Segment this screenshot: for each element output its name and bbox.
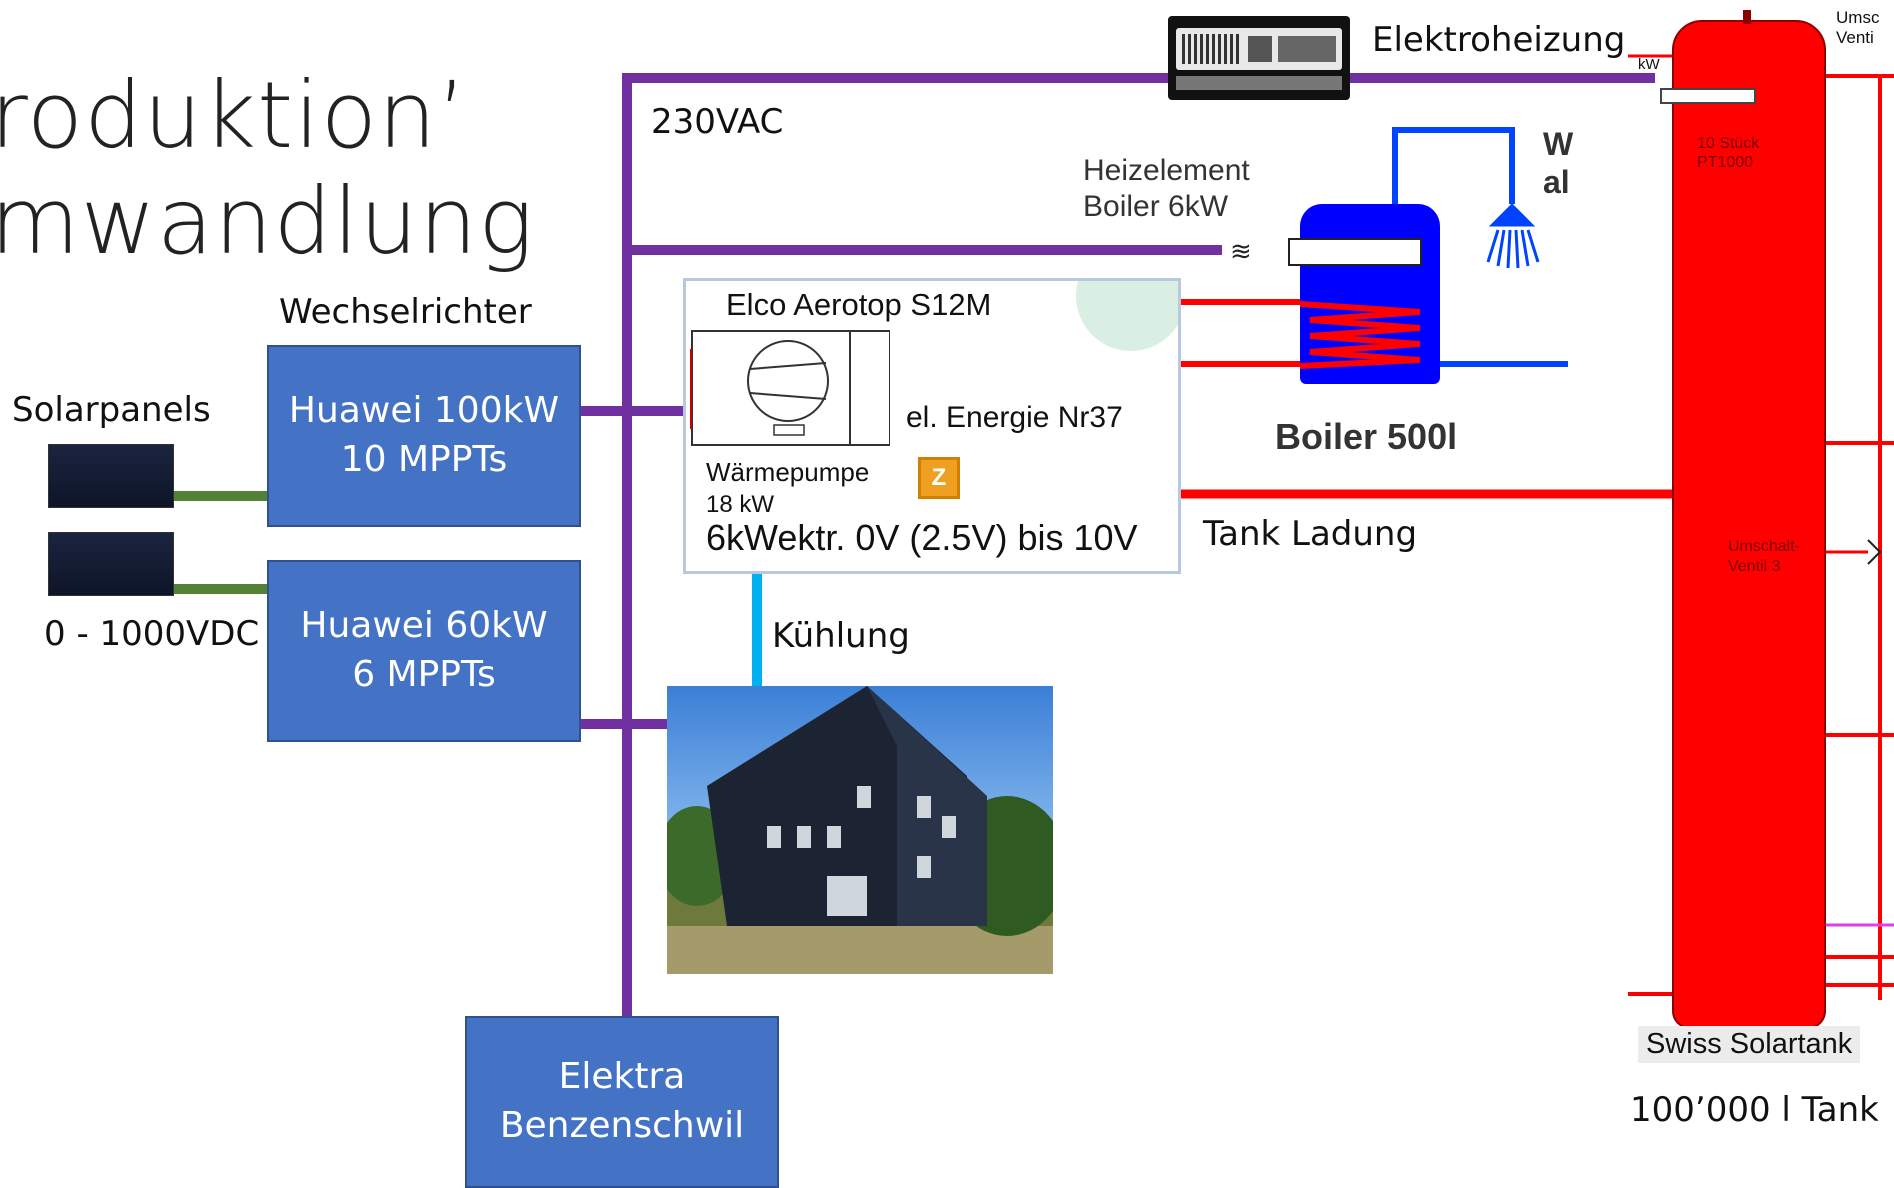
solarpanels-label: Solarpanels bbox=[12, 390, 211, 430]
valve-arrow-icon bbox=[1867, 539, 1882, 565]
tank-top-valve bbox=[1743, 10, 1751, 24]
umschalt-label-2: Ventil 3 bbox=[1728, 558, 1781, 575]
tank-caption: 100’000 l Tank bbox=[1630, 1090, 1879, 1130]
heizelement-label-2: Boiler 6kW bbox=[1083, 190, 1229, 223]
decor-circle bbox=[1076, 281, 1178, 351]
house-photo bbox=[667, 686, 1053, 974]
kw-small-label: kW bbox=[1638, 56, 1660, 73]
solar-panel-2 bbox=[48, 532, 174, 596]
vdc-label: 0 - 1000VDC bbox=[44, 614, 260, 654]
umsc-top-label-2: Venti bbox=[1836, 28, 1874, 47]
elektra-box: Elektra Benzenschwil bbox=[465, 1016, 779, 1188]
elektroheizung-label: Elektroheizung bbox=[1372, 20, 1626, 60]
heat-waves-icon: ≋ bbox=[1230, 236, 1252, 266]
heatpump-title: Elco Aerotop S12M bbox=[726, 287, 992, 322]
compressor-symbol-icon bbox=[690, 330, 890, 446]
kuehlung-label: Kühlung bbox=[772, 616, 910, 656]
elektra-name: Elektra bbox=[558, 1056, 686, 1098]
tank-ladung-label: Tank Ladung bbox=[1203, 514, 1418, 554]
power-label: 18 kW bbox=[706, 491, 775, 518]
inverter-60kw-name: Huawei 60kW bbox=[300, 605, 548, 647]
inverter-100kw-mppt: 10 MPPTs bbox=[340, 439, 508, 480]
elektra-location: Benzenschwil bbox=[499, 1105, 745, 1146]
waermepumpe-label: Wärmepumpe bbox=[706, 457, 870, 487]
w-label-2: al bbox=[1543, 164, 1570, 200]
umschalt-label-1: Umschalt- bbox=[1728, 538, 1801, 555]
z-icon: Z bbox=[918, 457, 960, 499]
signal-label: 6kWektr. 0V (2.5V) bis 10V bbox=[706, 517, 1138, 558]
inverter-60kw-mppt: 6 MPPTs bbox=[352, 654, 496, 695]
water-pipe bbox=[1392, 127, 1515, 204]
boiler-label: Boiler 500l bbox=[1275, 416, 1458, 457]
heizelement-label-1: Heizelement bbox=[1083, 154, 1250, 187]
solar-panel-1 bbox=[48, 444, 174, 508]
tank-heating-rod-icon bbox=[1660, 88, 1756, 104]
umsc-top-label-1: Umsc bbox=[1836, 8, 1880, 27]
solar-tank bbox=[1672, 20, 1826, 1029]
heating-rod-icon bbox=[1288, 238, 1422, 266]
sensor-label-1: 10 Stück bbox=[1697, 135, 1760, 152]
sensor-label-2: PT1000 bbox=[1697, 154, 1754, 171]
energy-label: el. Energie Nr37 bbox=[906, 401, 1123, 434]
inverter-100kw-name: Huawei 100kW bbox=[288, 390, 560, 432]
title-line-2: mwandlung bbox=[0, 168, 535, 275]
heater-device-icon bbox=[1168, 16, 1350, 100]
shower-icon bbox=[1486, 203, 1540, 269]
inverter-100kw: Huawei 100kW 10 MPPTs bbox=[267, 345, 581, 527]
w-label-1: W bbox=[1543, 126, 1574, 162]
inverter-60kw: Huawei 60kW 6 MPPTs bbox=[267, 560, 581, 742]
title-line-1: roduktion’ bbox=[0, 62, 468, 169]
wechselrichter-label: Wechselrichter bbox=[279, 292, 532, 332]
dc-lines bbox=[172, 491, 270, 594]
tank-brand-label: Swiss Solartank bbox=[1638, 1026, 1861, 1063]
heatpump-panel: Elco Aerotop S12M el. Energie Nr37 Wärme… bbox=[683, 278, 1181, 574]
ac-bus-lines bbox=[578, 73, 1655, 1020]
vac-label: 230VAC bbox=[651, 102, 784, 142]
boiler-tank bbox=[1300, 204, 1440, 384]
